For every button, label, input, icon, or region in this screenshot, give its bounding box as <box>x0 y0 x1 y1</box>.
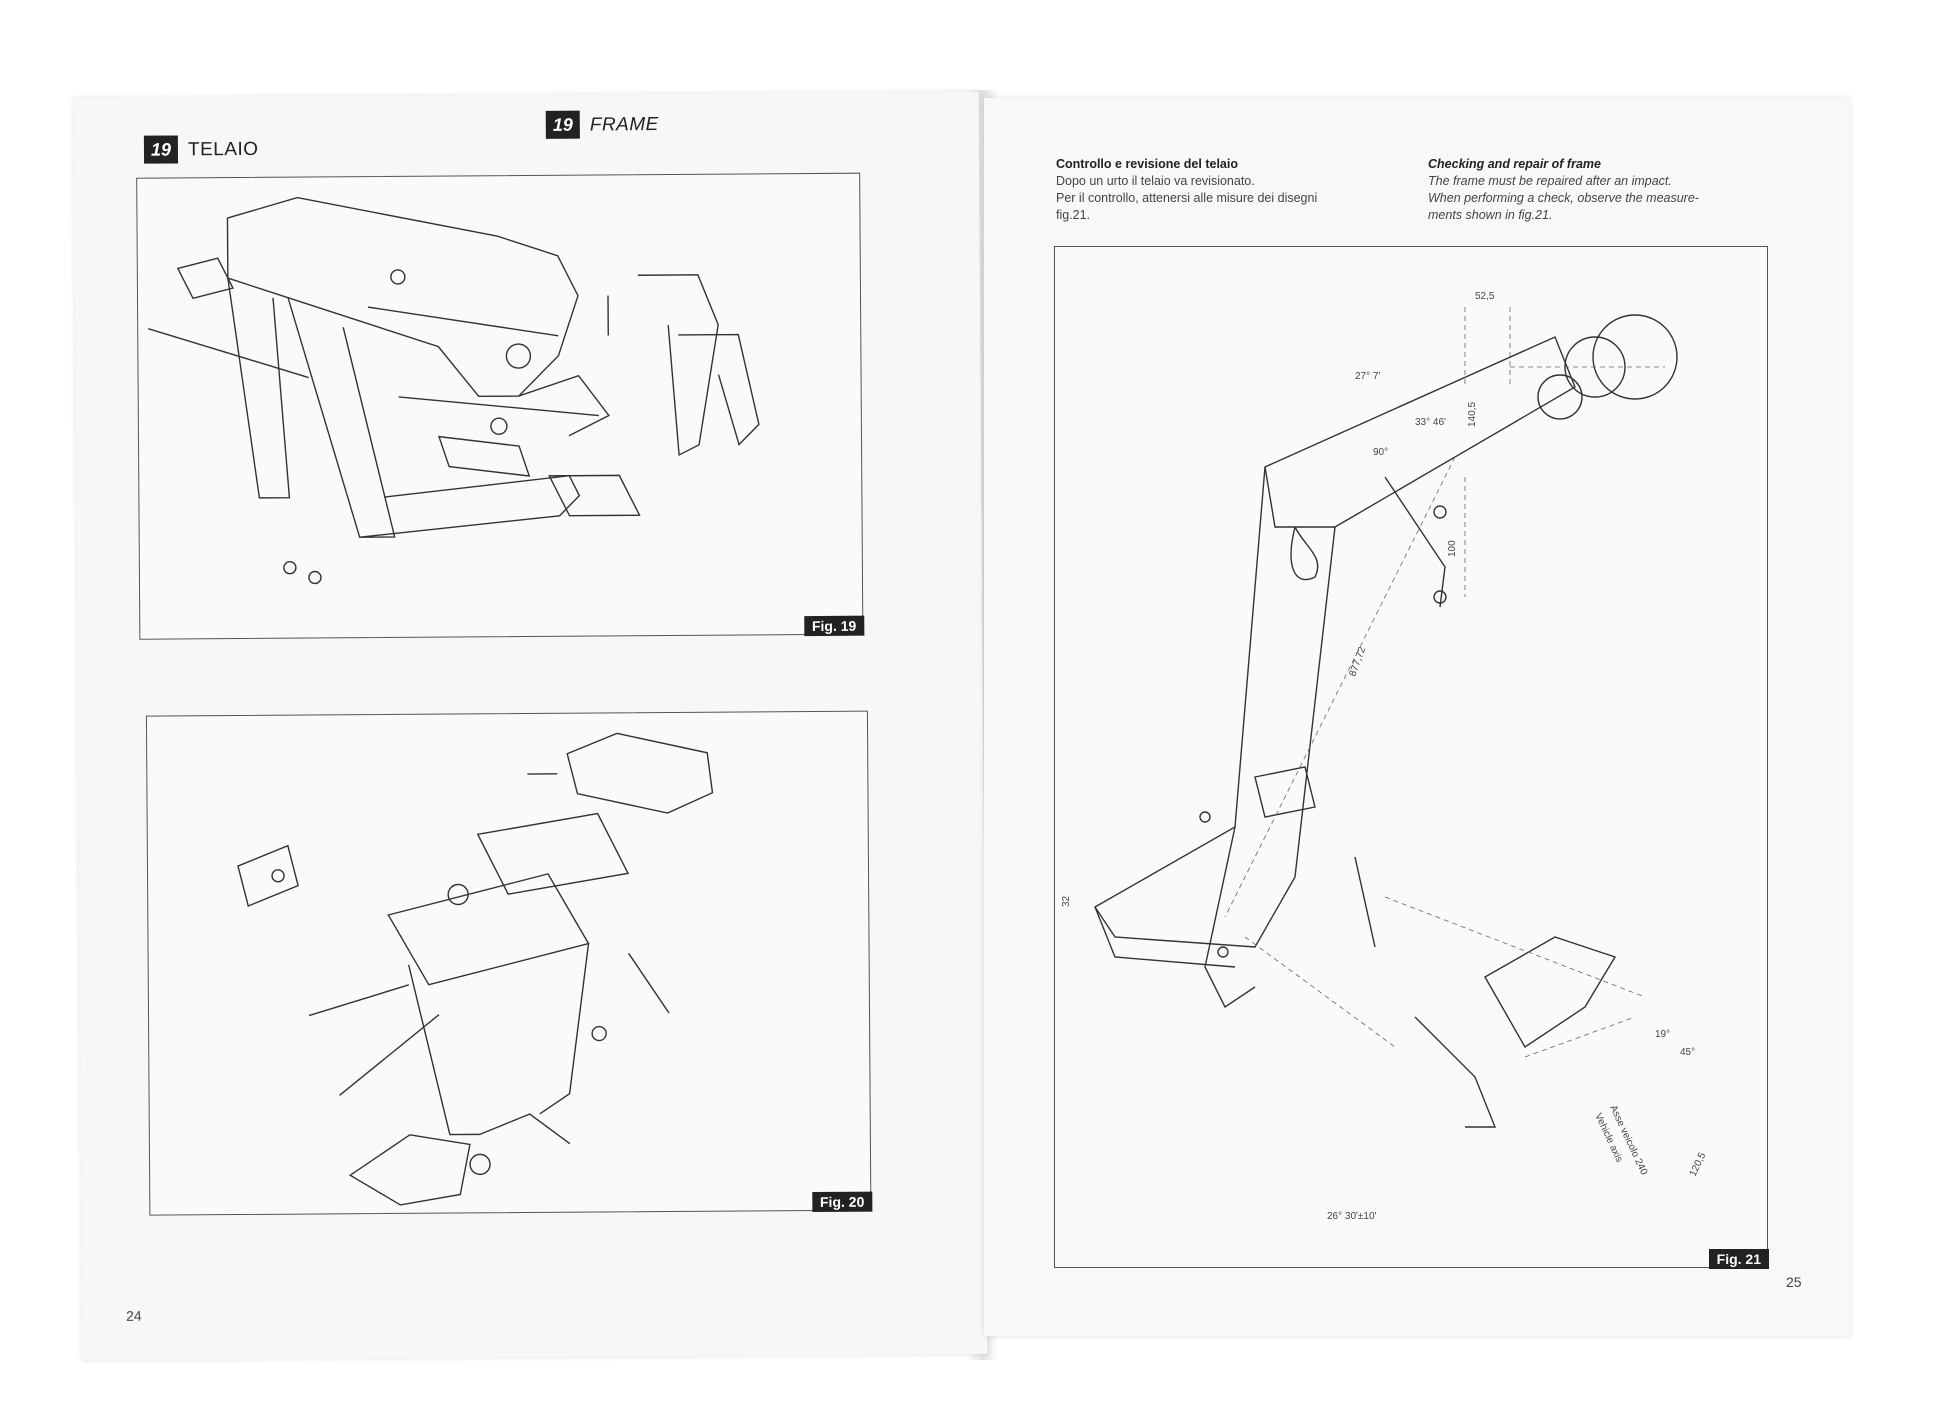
dim-120-5: 120,5 <box>1688 1151 1709 1179</box>
dim-45: 45° <box>1680 1047 1695 1058</box>
figure-21: 52,5 27° 7' 33° 46' 140,5 90° 100 877,72… <box>1054 246 1769 1269</box>
frame-geometry-drawing: 52,5 27° 7' 33° 46' 140,5 90° 100 877,72… <box>1061 291 1709 1222</box>
fig20-label: Fig. 20 <box>811 1191 873 1213</box>
dim-140-5: 140,5 <box>1467 402 1478 427</box>
section-title-it: TELAIO <box>187 138 259 161</box>
en-title: Checking and repair of frame <box>1428 157 1601 171</box>
english-text-block: Checking and repair of frame The frame m… <box>1428 156 1788 224</box>
page-number-left: 24 <box>126 1307 142 1324</box>
italian-text-block: Controllo e revisione del telaio Dopo un… <box>1056 156 1386 224</box>
section-badge-it: 19 <box>143 135 179 164</box>
section-badge-en: 19 <box>545 110 580 139</box>
section-title-en: FRAME <box>589 114 659 136</box>
en-line-2: When performing a check, observe the mea… <box>1428 191 1699 205</box>
dim-100: 100 <box>1447 540 1458 557</box>
dim-90: 90° <box>1373 447 1388 458</box>
fig19-label: Fig. 19 <box>803 615 865 637</box>
page-number-right: 25 <box>1786 1274 1802 1290</box>
dim-52-5: 52,5 <box>1475 291 1495 302</box>
right-page: Controllo e revisione del telaio Dopo un… <box>984 98 1850 1336</box>
en-line-3: ments shown in fig.21. <box>1428 208 1553 222</box>
dim-33-46: 33° 46' <box>1415 417 1446 428</box>
it-line-1: Dopo un urto il telaio va revisionato. <box>1056 174 1255 188</box>
it-line-3: fig.21. <box>1056 208 1091 222</box>
dim-877-72: 877,72 <box>1347 645 1368 678</box>
en-line-1: The frame must be repaired after an impa… <box>1428 174 1672 188</box>
it-title: Controllo e revisione del telaio <box>1056 157 1238 171</box>
dim-26-30: 26° 30'±10' <box>1327 1211 1377 1222</box>
dim-19: 19° <box>1655 1029 1670 1040</box>
it-line-2: Per il controllo, attenersi alle misure … <box>1056 191 1318 205</box>
fig21-label: Fig. 21 <box>1708 1249 1769 1269</box>
dim-32: 32 <box>1061 895 1072 907</box>
figure-20: Fig. 20 <box>145 710 873 1216</box>
dim-27-7: 27° 7' <box>1355 371 1380 382</box>
frame-exploded-drawing <box>148 196 760 585</box>
figure-19: Fig. 19 <box>136 172 865 640</box>
subframe-exploded-drawing <box>237 732 714 1206</box>
left-page: 19 TELAIO 19 FRAME <box>73 91 988 1361</box>
